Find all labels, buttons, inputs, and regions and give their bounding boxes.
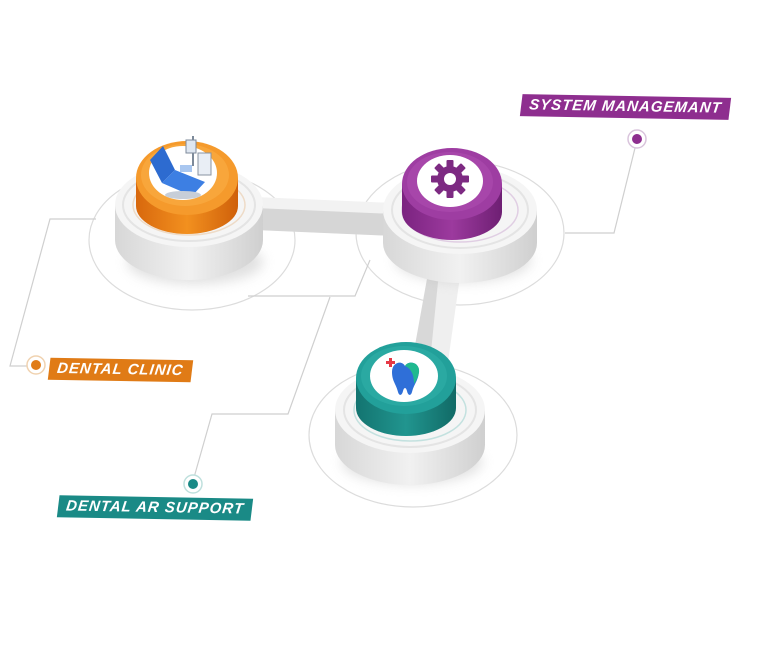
connector-vertical — [412, 262, 462, 362]
connector-horizontal — [255, 197, 395, 236]
hub-dental-ar-support[interactable] — [335, 342, 485, 485]
leader-lines — [9, 139, 638, 482]
dental-chair-icon — [150, 136, 212, 199]
hub-system-management[interactable] — [383, 148, 537, 283]
tooth-icon — [386, 358, 420, 395]
label-system-management: SYSTEM MANAGEMANT — [519, 94, 731, 120]
hub-dental-clinic[interactable] — [115, 136, 263, 284]
label-dental-ar-support: DENTAL AR SUPPORT — [56, 495, 254, 521]
gear-icon — [431, 160, 469, 198]
label-dots — [26, 129, 647, 494]
label-dental-clinic: DENTAL CLINIC — [47, 357, 193, 383]
